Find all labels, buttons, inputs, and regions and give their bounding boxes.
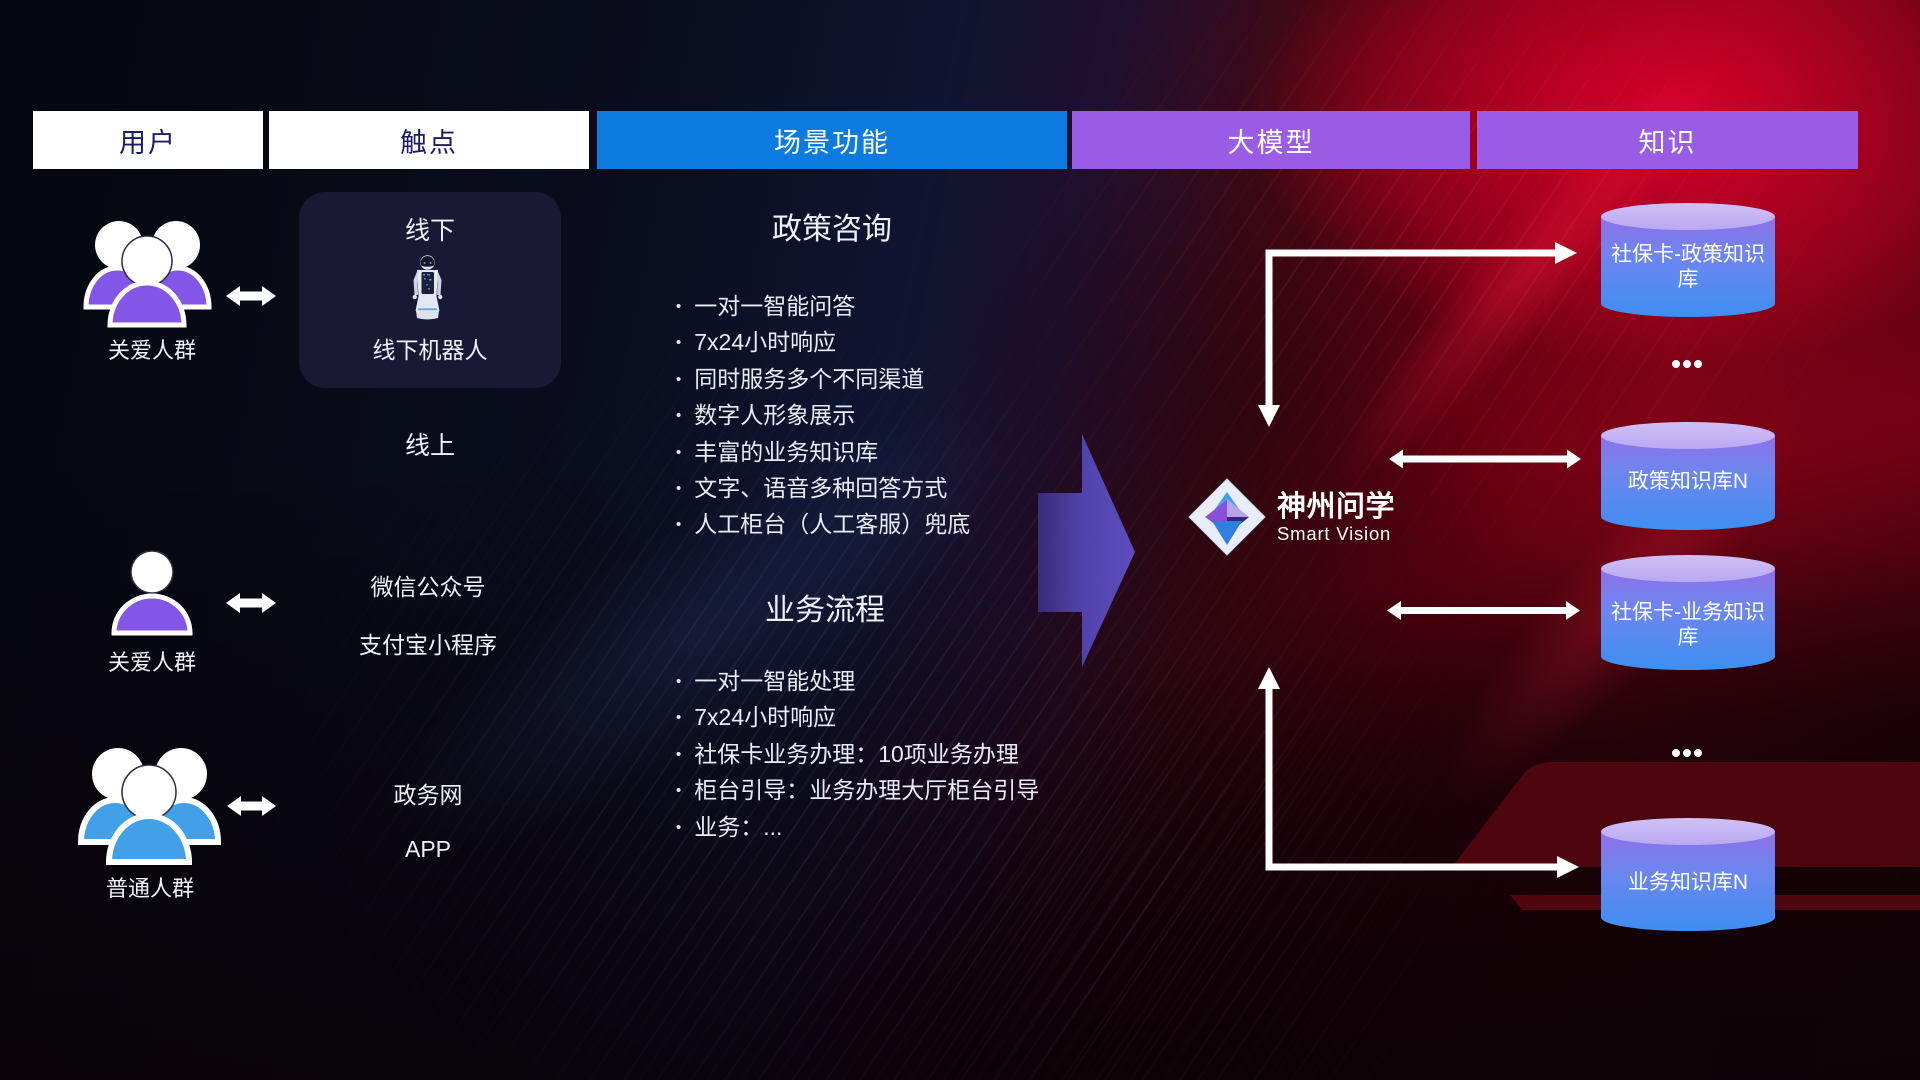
svg-text:神州问学: 神州问学 bbox=[1277, 489, 1395, 523]
svg-text:库: 库 bbox=[1678, 626, 1699, 649]
svg-text:业务知识库N: 业务知识库N bbox=[1628, 871, 1748, 894]
svg-text:社保卡-业务知识: 社保卡-业务知识 bbox=[1611, 601, 1765, 624]
svg-text:社保卡-政策知识: 社保卡-政策知识 bbox=[1611, 243, 1765, 266]
svg-text:政策知识库N: 政策知识库N bbox=[1628, 470, 1748, 493]
svg-text:库: 库 bbox=[1678, 268, 1699, 291]
svg-text:Smart Vision: Smart Vision bbox=[1277, 523, 1391, 544]
